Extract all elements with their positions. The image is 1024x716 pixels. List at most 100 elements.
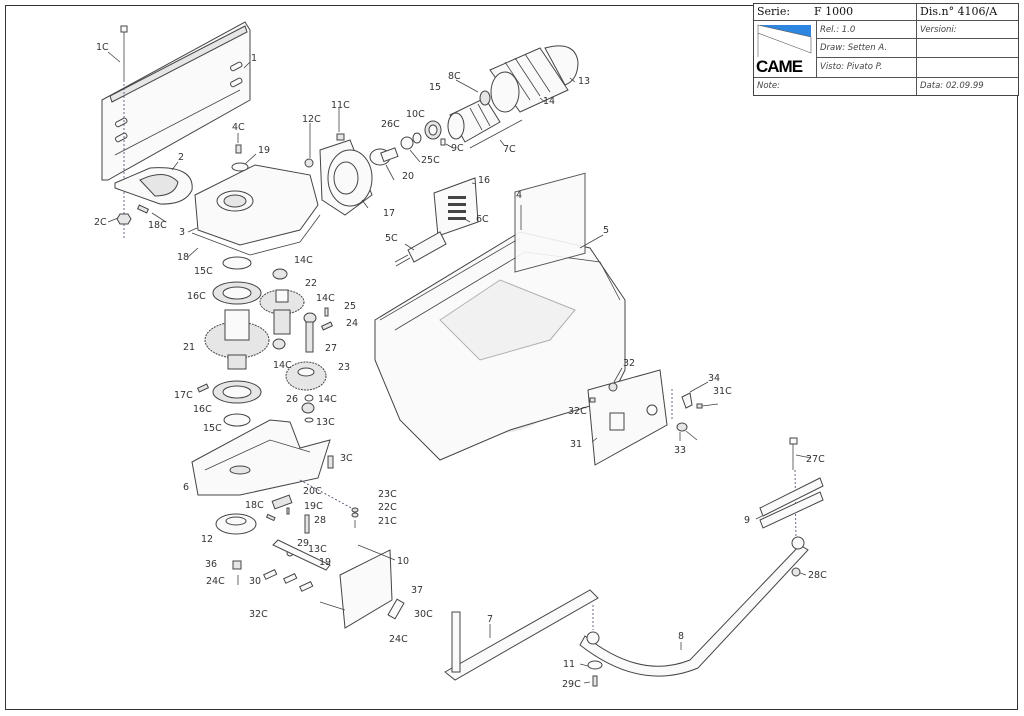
label-32: 32 xyxy=(623,358,635,369)
date: Data: 02.09.99 xyxy=(920,81,984,91)
label-30c: 30C xyxy=(414,609,433,620)
part-19-washer xyxy=(231,162,249,172)
part-2-bracket xyxy=(114,167,193,205)
label-29c: 29C xyxy=(562,679,581,690)
label-13: 13 xyxy=(578,76,590,87)
label-29: 29 xyxy=(297,538,309,549)
label-23: 23 xyxy=(338,362,350,373)
label-14c-d: 14C xyxy=(318,394,337,405)
part-18c-screw xyxy=(136,204,150,214)
label-19c: 19C xyxy=(304,501,323,512)
part-28c-nut xyxy=(791,567,801,577)
visto-checker: Visto: Pivato P. xyxy=(820,62,883,72)
part-19c-screw xyxy=(286,507,290,515)
part-16-terminal-board xyxy=(433,177,479,237)
part-28-pin xyxy=(304,514,310,534)
label-25c: 25C xyxy=(421,155,440,166)
serie-label: Serie: xyxy=(757,5,791,18)
part-7c-tie-rod xyxy=(469,119,523,149)
label-24c-a: 24C xyxy=(206,576,225,587)
part-4c-screw xyxy=(235,144,242,154)
came-logo: CAME xyxy=(756,23,814,76)
label-10: 10 xyxy=(397,556,409,567)
label-9: 9 xyxy=(744,515,750,526)
came-logo-icon xyxy=(757,24,812,57)
part-11-washer xyxy=(587,660,603,670)
label-1c: 1C xyxy=(96,42,109,53)
draw-author: Draw: Setten A. xyxy=(820,43,888,53)
part-11c-screw xyxy=(336,133,345,141)
part-14c-bearings xyxy=(272,268,317,414)
label-8: 8 xyxy=(678,631,684,642)
part-8-curved-arm xyxy=(579,536,809,677)
part-19-lever xyxy=(272,539,331,571)
label-15c-a: 15C xyxy=(194,266,213,277)
label-32c-a: 32C xyxy=(249,609,268,620)
label-14c-b: 14C xyxy=(316,293,335,304)
part-15c-ring-top xyxy=(222,256,252,270)
label-16c-a: 16C xyxy=(187,291,206,302)
label-14c-a: 14C xyxy=(294,255,313,266)
part-13c-ring xyxy=(304,417,314,423)
part-23-gear xyxy=(285,361,327,391)
versions: Versioni: xyxy=(920,25,957,35)
label-17c: 17C xyxy=(174,390,193,401)
part-20c-block xyxy=(271,494,293,510)
part-4-5-cover xyxy=(374,172,626,461)
label-19-a: 19 xyxy=(258,145,270,156)
label-27c: 27C xyxy=(806,454,825,465)
part-labels: 1C 1 2 2C 18C 3 18 4C 19 12C 11C 17 20 2… xyxy=(94,42,827,690)
part-24-key xyxy=(320,321,334,331)
part-10c-bearing xyxy=(424,120,442,140)
part-34-cover-clip xyxy=(681,392,693,409)
part-18-gasket xyxy=(191,214,321,256)
part-3c-screw xyxy=(327,455,334,469)
part-7-straight-arm xyxy=(444,589,599,681)
part-12c-nut xyxy=(304,158,314,168)
label-3: 3 xyxy=(179,227,185,238)
label-18c-a: 18C xyxy=(148,220,167,231)
label-34: 34 xyxy=(708,373,720,384)
part-14-stator xyxy=(489,47,569,113)
part-30-cams xyxy=(263,568,314,592)
part-9-hinge-bracket xyxy=(759,477,824,529)
label-3c: 3C xyxy=(340,453,353,464)
label-31c: 31C xyxy=(713,386,732,397)
part-22-gear xyxy=(259,289,305,335)
label-18: 18 xyxy=(177,252,189,263)
part-27-shaft xyxy=(305,321,314,353)
drawing-frame xyxy=(5,5,1018,710)
part-27c-bolt xyxy=(789,437,798,541)
note: Note: xyxy=(757,81,780,91)
leader-lines xyxy=(107,51,812,684)
part-25c-ring xyxy=(400,136,414,150)
label-22: 22 xyxy=(305,278,317,289)
label-22c: 22C xyxy=(378,502,397,513)
part-21-gear xyxy=(204,309,270,370)
label-23c: 23C xyxy=(378,489,397,500)
label-21: 21 xyxy=(183,342,195,353)
part-17c-screw xyxy=(196,383,210,393)
label-6c: 6C xyxy=(476,214,489,225)
label-37: 37 xyxy=(411,585,423,596)
label-36: 36 xyxy=(205,559,217,570)
label-11: 11 xyxy=(563,659,575,670)
label-15: 15 xyxy=(429,82,441,93)
label-13c-a: 13C xyxy=(316,417,335,428)
label-25: 25 xyxy=(344,301,356,312)
label-2: 2 xyxy=(178,152,184,163)
part-18c-screw-b xyxy=(265,513,276,522)
part-13-end-cap xyxy=(544,45,579,86)
part-37-release-lever xyxy=(387,598,405,620)
label-28: 28 xyxy=(314,515,326,526)
label-32c-b: 32C xyxy=(568,406,587,417)
label-30: 30 xyxy=(249,576,261,587)
part-33-lock xyxy=(671,389,698,441)
label-20: 20 xyxy=(402,171,414,182)
label-20c: 20C xyxy=(303,486,322,497)
label-31: 31 xyxy=(570,439,582,450)
part-15c-ring-bottom xyxy=(223,413,251,427)
part-23c-22c-21c-washers xyxy=(351,507,359,528)
label-21c: 21C xyxy=(378,516,397,527)
